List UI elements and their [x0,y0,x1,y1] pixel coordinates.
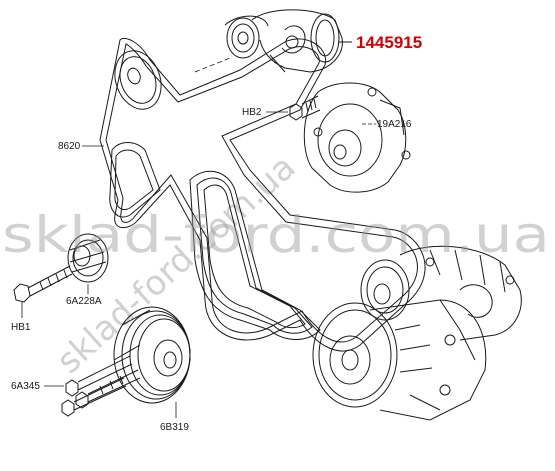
label-6a228a[interactable]: 6A228A [66,296,102,307]
label-hb1[interactable]: HB1 [11,322,31,333]
leader-line-belt-top [194,57,231,73]
bolts-6a345 [61,355,141,417]
watermark-main: sklad-ford.com.ua [2,206,550,264]
crankshaft-pulley [113,306,191,404]
label-6b319[interactable]: 6B319 [160,422,189,433]
bolt-hb2 [289,95,321,121]
label-6a345[interactable]: 6A345 [11,381,40,392]
part-number-1445915[interactable]: 1445915 [356,33,422,52]
ac-compressor [312,299,487,421]
label-19a216[interactable]: 19A216 [377,119,412,130]
belt-tensioner [224,9,343,73]
bolt-hb1 [13,265,73,303]
label-8620[interactable]: 8620 [58,141,81,152]
label-hb2[interactable]: HB2 [242,107,262,118]
idler-pulley [67,233,109,283]
drive-belt [99,37,426,352]
upper-pulley [114,50,162,110]
power-steering-pump [303,82,411,193]
alternator [360,245,522,341]
